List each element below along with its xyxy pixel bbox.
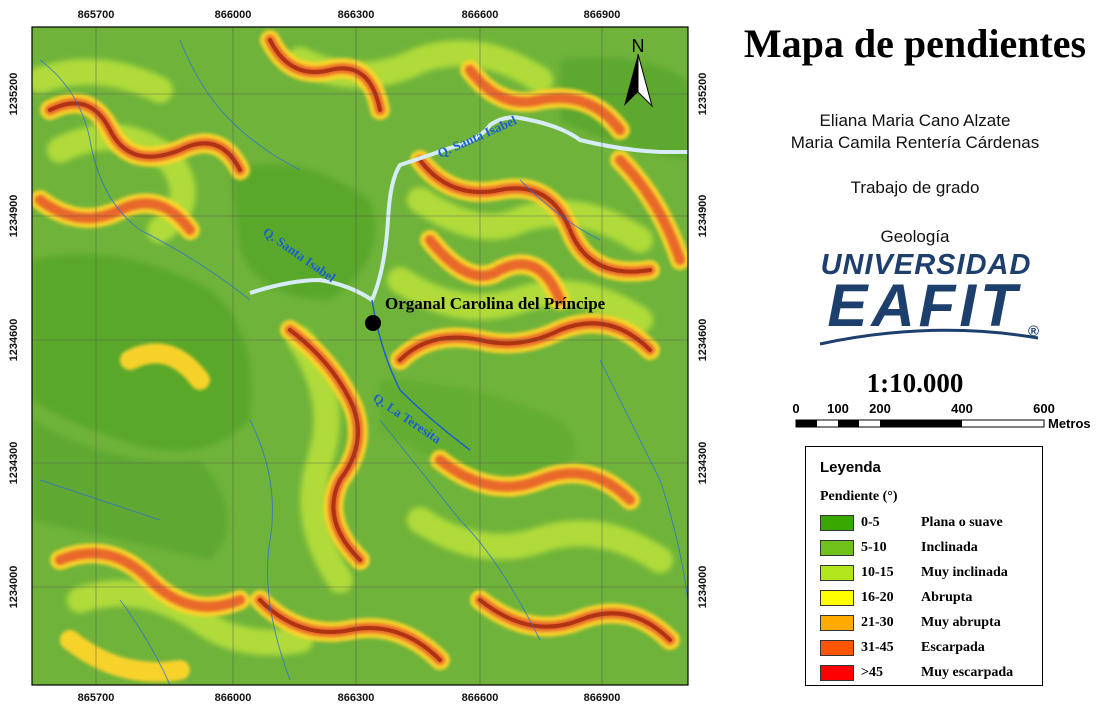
scale-tick-0: 0 — [792, 401, 799, 416]
work-label: Trabajo de grado — [850, 178, 980, 197]
author-1: Eliana Maria Cano Alzate — [819, 111, 1011, 130]
legend-swatch — [820, 540, 854, 556]
x-tick-top-5: 866900 — [584, 9, 621, 21]
legend-range: 31-45 — [861, 640, 894, 655]
x-tick-top-3: 866300 — [338, 9, 375, 21]
legend-box: Leyenda Pendiente (°) 0-5 Plana o suave … — [805, 446, 1043, 686]
slope-raster — [32, 27, 688, 685]
scale-tick-100: 100 — [827, 401, 849, 416]
legend-range: 21-30 — [861, 615, 894, 630]
legend-swatch — [820, 590, 854, 606]
legend-swatch — [820, 665, 854, 681]
y-tick-left-3: 1234600 — [8, 319, 20, 362]
legend-range: >45 — [861, 665, 883, 680]
legend-item: 21-30 Muy abrupta — [820, 613, 1040, 633]
y-tick-right-2: 1234900 — [697, 195, 709, 238]
map-title: Mapa de pendientes — [743, 21, 1087, 66]
x-tick-top-1: 865700 — [78, 9, 115, 21]
legend-item: >45 Muy escarpada — [820, 663, 1040, 683]
legend-range: 0-5 — [861, 515, 880, 530]
authors-block: Eliana Maria Cano Alzate Maria Camila Re… — [740, 110, 1090, 154]
x-tick-bottom-1: 865700 — [78, 692, 115, 704]
legend-item: 10-15 Muy inclinada — [820, 563, 1040, 583]
scale-tick-600: 600 — [1033, 401, 1055, 416]
legend-class: Muy escarpada — [921, 665, 1014, 680]
legend-class: Escarpada — [921, 640, 985, 655]
department-label: Geología — [880, 227, 950, 246]
y-tick-left-2: 1234900 — [8, 195, 20, 238]
slope-map: 865700 866000 866300 866600 866900 86570… — [8, 9, 709, 704]
x-tick-bottom-5: 866900 — [584, 692, 621, 704]
north-label: N — [632, 36, 645, 56]
legend-class: Abrupta — [921, 590, 973, 605]
legend-swatch — [820, 515, 854, 531]
legend-class: Inclinada — [921, 540, 978, 555]
legend-subtitle: Pendiente (°) — [820, 489, 898, 504]
legend-class: Muy inclinada — [921, 565, 1008, 580]
north-arrow-icon: N — [624, 36, 653, 108]
main-river — [249, 115, 688, 304]
eafit-logo: UNIVERSIDAD EAFIT ® — [812, 248, 1052, 348]
map-svg: 865700 866000 866300 866600 866900 86570… — [8, 9, 709, 704]
logo-mark: ® — [1028, 323, 1039, 340]
x-tick-top-4: 866600 — [462, 9, 499, 21]
x-tick-bottom-3: 866300 — [338, 692, 375, 704]
organal-point-label: Organal Carolina del Príncipe — [385, 294, 606, 313]
scale-ratio: 1:10.000 — [866, 368, 964, 398]
y-tick-right-5: 1234000 — [697, 566, 709, 609]
logo-line1: UNIVERSIDAD — [821, 249, 1032, 281]
legend-item: 16-20 Abrupta — [820, 588, 1040, 608]
legend-range: 16-20 — [861, 590, 894, 605]
y-tick-right-1: 1235200 — [697, 73, 709, 116]
logo-line2: EAFIT — [827, 272, 1021, 339]
y-tick-left-4: 1234300 — [8, 442, 20, 485]
legend-swatch — [820, 615, 854, 631]
legend-range: 5-10 — [861, 540, 887, 555]
legend-swatch — [820, 640, 854, 656]
x-tick-bottom-4: 866600 — [462, 692, 499, 704]
scale-bar: 0 100 200 400 600 Metros — [780, 398, 1100, 438]
legend-range: 10-15 — [861, 565, 894, 580]
legend-title: Leyenda — [820, 459, 881, 476]
coordinate-grid — [32, 27, 688, 685]
legend-item: 31-45 Escarpada — [820, 638, 1040, 658]
organal-point-marker — [365, 315, 381, 331]
legend-class: Muy abrupta — [921, 615, 1001, 630]
scale-unit: Metros — [1048, 416, 1091, 431]
author-2: Maria Camila Rentería Cárdenas — [790, 133, 1040, 152]
y-tick-right-3: 1234600 — [697, 319, 709, 362]
scale-tick-400: 400 — [951, 401, 973, 416]
legend-item: 0-5 Plana o suave — [820, 513, 1040, 533]
legend-item: 5-10 Inclinada — [820, 538, 1040, 558]
y-tick-right-4: 1234300 — [697, 442, 709, 485]
legend-class: Plana o suave — [921, 515, 1003, 530]
scale-tick-200: 200 — [869, 401, 891, 416]
y-tick-left-1: 1235200 — [8, 73, 20, 116]
y-tick-left-5: 1234000 — [8, 566, 20, 609]
x-tick-bottom-2: 866000 — [215, 692, 252, 704]
x-tick-top-2: 866000 — [215, 9, 252, 21]
legend-swatch — [820, 565, 854, 581]
